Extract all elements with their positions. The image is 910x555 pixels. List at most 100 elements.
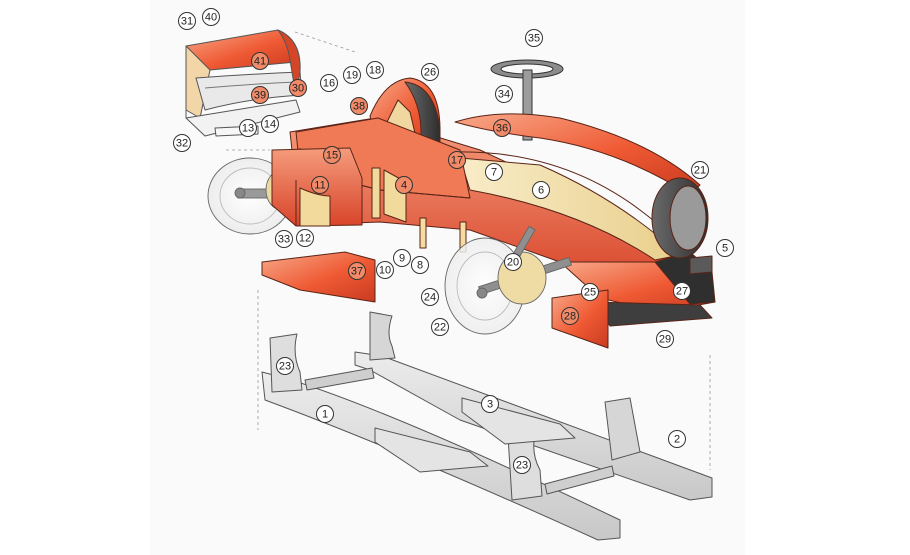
callout-number: 28 [564, 311, 576, 323]
callout-circle [296, 229, 314, 247]
callout-number: 23 [279, 361, 291, 373]
front-wing-endplate [551, 289, 609, 349]
car-body [261, 77, 716, 349]
callout-circle [343, 66, 361, 84]
callout-12: 12 [296, 229, 314, 247]
crossbar-front [544, 465, 615, 495]
callout-number: 41 [254, 56, 266, 68]
engine-cover-panel [454, 113, 701, 196]
callout-circle [581, 283, 599, 301]
callout-11: 11 [311, 176, 329, 194]
callout-circle [178, 12, 196, 30]
callout-number: 8 [417, 260, 423, 272]
underfloor-plate [261, 251, 376, 303]
steering-wheel-assembly [490, 59, 564, 141]
callout-33: 33 [275, 230, 293, 248]
callout-number: 16 [323, 78, 335, 90]
crossbar-back [304, 367, 375, 391]
callout-number: 24 [424, 292, 436, 304]
callout-31: 31 [178, 12, 196, 30]
callout-30: 30 [289, 79, 307, 97]
callout-27: 27 [673, 282, 691, 300]
callout-38: 38 [350, 97, 368, 115]
callout-circle [276, 357, 294, 375]
callout-circle [261, 115, 279, 133]
callout-number: 37 [351, 266, 363, 278]
callout-circle [320, 74, 338, 92]
callout-circle [289, 79, 307, 97]
callout-17: 17 [448, 151, 466, 169]
callout-circle [481, 395, 499, 413]
callout-number: 22 [434, 322, 446, 334]
stand-upright-back-right [604, 397, 641, 461]
callout-10: 10 [376, 261, 394, 279]
callout-6: 6 [532, 181, 550, 199]
callout-3: 3 [481, 395, 499, 413]
callout-29: 29 [656, 330, 674, 348]
callout-circle [251, 86, 269, 104]
callout-36: 36 [493, 119, 511, 137]
callout-number: 19 [346, 70, 358, 82]
callout-34: 34 [495, 85, 513, 103]
callout-circle [668, 430, 686, 448]
callout-37: 37 [348, 262, 366, 280]
callout-number: 18 [369, 65, 381, 77]
callout-25: 25 [581, 283, 599, 301]
front-bracket [689, 255, 713, 275]
callout-number: 6 [538, 185, 544, 197]
callout-number: 9 [399, 253, 405, 265]
callout-number: 30 [292, 83, 304, 95]
callout-circle [532, 181, 550, 199]
callout-circle [173, 134, 191, 152]
callout-18: 18 [366, 61, 384, 79]
callout-23: 23 [513, 456, 531, 474]
callout-circle [202, 8, 220, 26]
callout-circle [431, 318, 449, 336]
callout-number: 14 [264, 119, 276, 131]
callout-number: 12 [299, 233, 311, 245]
callout-28: 28 [561, 307, 579, 325]
callout-7: 7 [485, 163, 503, 181]
rear-wing-bottom-plate [185, 99, 301, 137]
callout-40: 40 [202, 8, 220, 26]
callout-21: 21 [691, 161, 709, 179]
callout-number: 15 [326, 150, 338, 162]
callout-circle [673, 282, 691, 300]
callout-circle [311, 176, 329, 194]
callout-number: 21 [694, 165, 706, 177]
callout-number: 5 [722, 243, 728, 255]
side-notch-cream-3 [299, 187, 331, 227]
callout-24: 24 [421, 288, 439, 306]
callout-number: 17 [451, 155, 463, 167]
callout-circle [448, 151, 466, 169]
callout-2: 2 [668, 430, 686, 448]
callout-13: 13 [239, 119, 257, 137]
callout-23: 23 [276, 357, 294, 375]
callout-circle [239, 119, 257, 137]
callout-number: 38 [353, 101, 365, 113]
footrest-plank [374, 427, 489, 473]
callout-circle [366, 61, 384, 79]
callout-number: 40 [205, 12, 217, 24]
callout-26: 26 [421, 63, 439, 81]
callout-circle [376, 261, 394, 279]
callout-number: 13 [242, 123, 254, 135]
callout-number: 27 [676, 286, 688, 298]
rear-wing [185, 29, 303, 137]
callout-number: 32 [176, 138, 188, 150]
callout-circle [656, 330, 674, 348]
callout-number: 29 [659, 334, 671, 346]
callout-number: 25 [584, 287, 596, 299]
callout-circle [493, 119, 511, 137]
callout-number: 35 [528, 33, 540, 45]
callout-circle [323, 146, 341, 164]
callout-20: 20 [504, 253, 522, 271]
callout-number: 1 [322, 409, 328, 421]
callout-circle [421, 288, 439, 306]
callout-35: 35 [525, 29, 543, 47]
callout-5: 5 [716, 239, 734, 257]
callout-circle [393, 249, 411, 267]
